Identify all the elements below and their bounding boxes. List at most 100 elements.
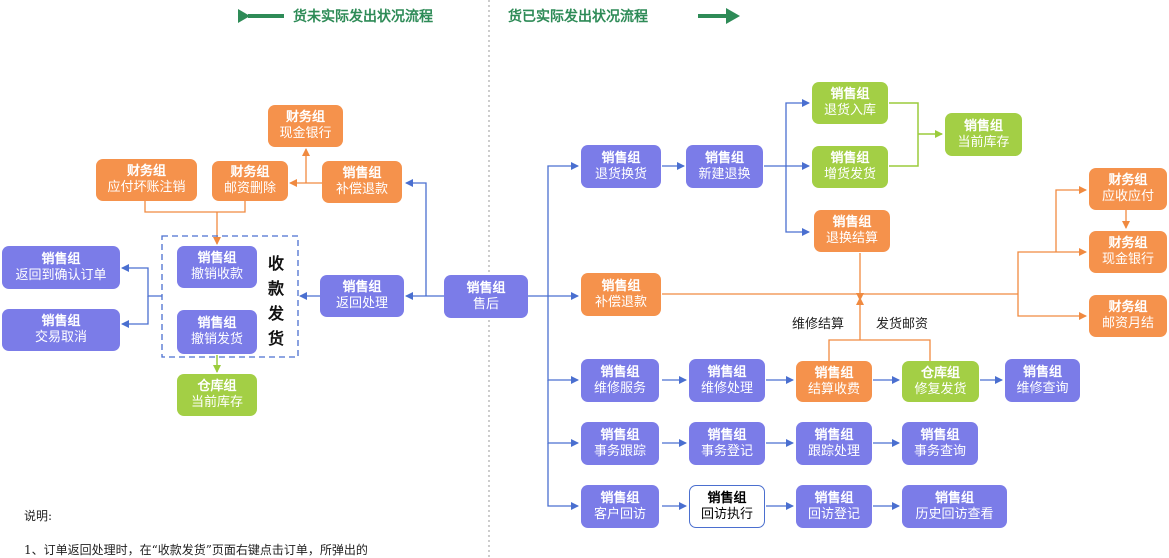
node-sales-repair-query[interactable]: 销售组 维修查询 xyxy=(1005,359,1080,402)
node-sales-revoke-shipping[interactable]: 销售组 撤销发货 xyxy=(177,310,257,354)
node-group: 销售组 xyxy=(830,87,870,102)
node-sales-compensate-left[interactable]: 销售组 补偿退款 xyxy=(322,161,402,203)
node-sales-return-inbound[interactable]: 销售组 退货入库 xyxy=(812,82,888,124)
node-sales-stock-right[interactable]: 销售组 当前库存 xyxy=(945,113,1022,156)
node-sales-visit-execute[interactable]: 销售组 回访执行 xyxy=(689,485,765,528)
node-sales-repair-service[interactable]: 销售组 维修服务 xyxy=(581,359,659,402)
node-fin-postage-monthly[interactable]: 财务组 邮资月结 xyxy=(1089,295,1167,337)
node-action: 当前库存 xyxy=(957,134,1010,150)
node-sales-back-to-order[interactable]: 销售组 返回到确认订单 xyxy=(2,246,120,289)
node-sales-return-exchange[interactable]: 销售组 退货换货 xyxy=(581,145,661,188)
node-fin-writeoff[interactable]: 财务组 应付坏账注销 xyxy=(96,159,197,201)
node-action: 结算收费 xyxy=(807,381,860,397)
node-sales-compensate-right[interactable]: 销售组 补偿退款 xyxy=(581,273,661,316)
node-sales-trade-cancel[interactable]: 销售组 交易取消 xyxy=(2,309,120,351)
node-action: 撤销收款 xyxy=(190,267,243,282)
node-action: 退货换货 xyxy=(594,166,647,182)
node-action: 事务跟踪 xyxy=(593,443,646,459)
node-action: 应付坏账注销 xyxy=(107,180,186,195)
node-sales-track-process[interactable]: 销售组 跟踪处理 xyxy=(796,422,872,465)
node-sales-return-process[interactable]: 销售组 返回处理 xyxy=(320,275,404,317)
node-action: 退换结算 xyxy=(825,231,878,246)
node-group: 销售组 xyxy=(197,251,237,266)
node-group: 仓库组 xyxy=(197,379,237,394)
node-group: 销售组 xyxy=(707,490,747,506)
node-sales-transaction-query[interactable]: 销售组 事务查询 xyxy=(902,422,978,465)
node-action: 维修处理 xyxy=(700,380,753,396)
node-sales-repair-process[interactable]: 销售组 维修处理 xyxy=(689,359,765,402)
node-group: 销售组 xyxy=(707,364,747,380)
node-group: 销售组 xyxy=(963,118,1003,134)
node-action: 历史回访查看 xyxy=(915,506,994,522)
node-group: 销售组 xyxy=(707,427,747,443)
node-action: 返回处理 xyxy=(335,296,388,311)
notes-title: 说明: xyxy=(24,509,53,523)
node-action: 维修查询 xyxy=(1016,380,1069,396)
node-sales-return-settle[interactable]: 销售组 退换结算 xyxy=(814,210,890,252)
node-group: 财务组 xyxy=(1108,173,1148,188)
node-group: 财务组 xyxy=(1108,236,1148,251)
node-sales-transaction-register[interactable]: 销售组 事务登记 xyxy=(689,422,765,465)
node-sales-visit-register[interactable]: 销售组 回访登记 xyxy=(796,485,872,528)
right-header: 货已实际发出状况流程 xyxy=(508,9,648,25)
node-action: 撤销发货 xyxy=(190,332,243,347)
node-group: 销售组 xyxy=(814,427,854,443)
node-action: 邮资删除 xyxy=(223,181,276,196)
node-action: 返回到确认订单 xyxy=(15,267,107,283)
node-action: 跟踪处理 xyxy=(807,443,860,459)
node-group: 销售组 xyxy=(601,278,641,294)
node-sales-new-return[interactable]: 销售组 新建退换 xyxy=(686,145,763,188)
node-sales-after-sale[interactable]: 销售组 售后 xyxy=(444,275,528,318)
node-group: 销售组 xyxy=(41,314,81,329)
receipt-shipping-label: 收款发货 xyxy=(266,251,286,351)
node-warehouse-stock-left[interactable]: 仓库组 当前库存 xyxy=(177,374,257,416)
node-sales-transaction-track[interactable]: 销售组 事务跟踪 xyxy=(581,422,659,465)
node-action: 回访登记 xyxy=(807,506,860,522)
node-action: 补偿退款 xyxy=(335,182,388,197)
node-action: 当前库存 xyxy=(190,395,243,410)
node-group: 销售组 xyxy=(600,364,640,380)
node-sales-add-shipping[interactable]: 销售组 增货发货 xyxy=(812,146,888,188)
node-group: 销售组 xyxy=(466,280,506,296)
node-fin-cash[interactable]: 财务组 现金银行 xyxy=(268,105,343,147)
node-group: 财务组 xyxy=(126,164,166,179)
node-group: 销售组 xyxy=(600,490,640,506)
repair-settle-label: 维修结算 xyxy=(792,317,845,332)
node-sales-visit-history[interactable]: 销售组 历史回访查看 xyxy=(902,485,1007,528)
node-action: 现金银行 xyxy=(1101,252,1154,267)
node-action: 新建退换 xyxy=(698,166,751,182)
node-action: 交易取消 xyxy=(34,330,87,345)
left-header: 货未实际发出状况流程 xyxy=(293,9,433,25)
node-sales-settle-fee[interactable]: 销售组 结算收费 xyxy=(796,361,872,402)
node-group: 销售组 xyxy=(197,316,237,331)
node-action: 修复发货 xyxy=(914,381,967,397)
node-action: 补偿退款 xyxy=(594,294,647,310)
node-action: 客户回访 xyxy=(593,506,646,522)
node-group: 销售组 xyxy=(342,166,382,181)
node-group: 销售组 xyxy=(600,427,640,443)
node-group: 销售组 xyxy=(830,151,870,166)
node-fin-receivable[interactable]: 财务组 应收应付 xyxy=(1089,168,1167,210)
node-sales-revoke-payment[interactable]: 销售组 撤销收款 xyxy=(177,246,257,288)
node-group: 销售组 xyxy=(1022,364,1062,380)
node-action: 邮资月结 xyxy=(1101,316,1154,331)
node-group: 销售组 xyxy=(342,280,382,295)
node-warehouse-repair-ship[interactable]: 仓库组 修复发货 xyxy=(902,361,979,402)
node-sales-customer-visit[interactable]: 销售组 客户回访 xyxy=(581,485,659,528)
node-group: 财务组 xyxy=(285,110,325,125)
node-group: 财务组 xyxy=(1108,300,1148,315)
node-action: 回访执行 xyxy=(700,506,753,522)
node-group: 销售组 xyxy=(814,490,854,506)
node-action: 增货发货 xyxy=(823,167,876,182)
node-action: 事务登记 xyxy=(700,443,753,459)
node-action: 应收应付 xyxy=(1101,189,1154,204)
node-group: 销售组 xyxy=(832,215,872,230)
ship-postage-label: 发货邮资 xyxy=(876,317,929,332)
receipt-shipping-text: 收款发货 xyxy=(267,254,284,348)
node-action: 退货入库 xyxy=(823,103,876,118)
node-fin-postage-delete[interactable]: 财务组 邮资删除 xyxy=(212,161,288,201)
node-group: 销售组 xyxy=(920,427,960,443)
node-fin-cash-right[interactable]: 财务组 现金银行 xyxy=(1089,231,1167,273)
